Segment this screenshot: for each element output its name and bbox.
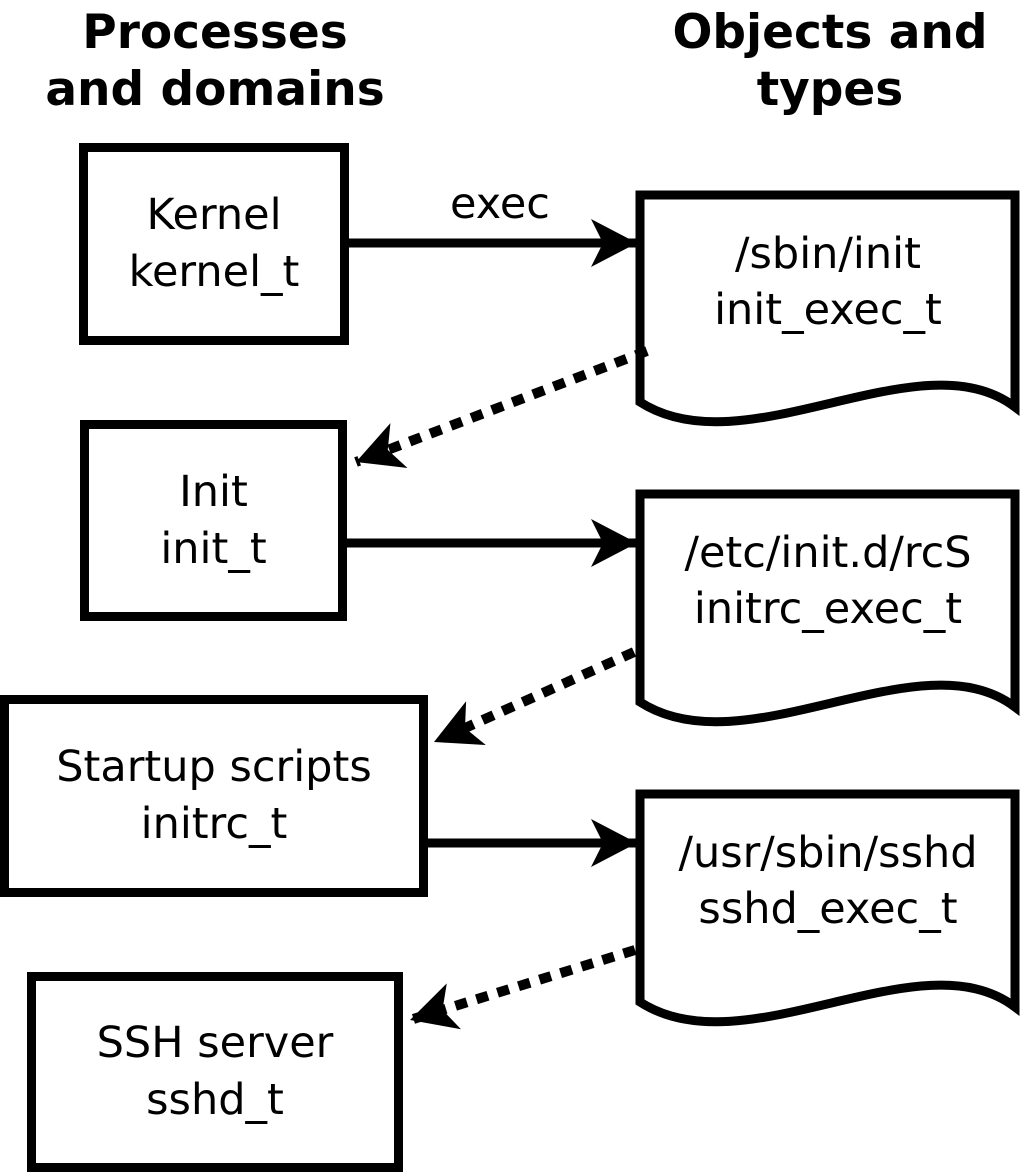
object-path: /usr/sbin/sshd xyxy=(678,828,978,878)
document-shape-usr-sbin-sshd xyxy=(635,789,1020,1027)
object-label-etc-initd-rcs: /etc/init.d/rcS initrc_exec_t xyxy=(640,495,1016,667)
dotted-arrow-initrc-exec-to-initrc xyxy=(431,647,637,747)
dotted-arrow-init-exec-to-init xyxy=(354,346,649,469)
process-label: Kernel xyxy=(146,190,282,240)
object-type: sshd_exec_t xyxy=(698,884,958,934)
document-shape-sbin-init xyxy=(635,190,1020,427)
process-domain-type: init_t xyxy=(160,523,267,574)
process-box-kernel: Kernel kernel_t xyxy=(79,143,349,345)
object-label-sbin-init: /sbin/init init_exec_t xyxy=(640,196,1016,368)
object-type: init_exec_t xyxy=(714,285,942,335)
process-domain-type: initrc_t xyxy=(140,799,288,849)
header-objects-and-types: Objects and types xyxy=(630,4,1024,118)
header-objects-line2: types xyxy=(756,62,904,117)
header-processes-and-domains: Processes and domains xyxy=(15,4,415,118)
process-box-init: Init init_t xyxy=(80,420,347,621)
process-label: SSH server xyxy=(96,1018,334,1068)
object-path: /sbin/init xyxy=(735,229,921,279)
object-label-usr-sbin-sshd: /usr/sbin/sshd sshd_exec_t xyxy=(640,795,1016,967)
header-objects-line1: Objects and xyxy=(672,5,988,60)
object-type: initrc_exec_t xyxy=(693,584,963,634)
process-box-startup-scripts: Startup scripts initrc_t xyxy=(0,695,428,897)
process-box-ssh-server: SSH server sshd_t xyxy=(27,972,403,1172)
dotted-arrow-sshd-exec-to-sshd xyxy=(408,945,637,1030)
header-processes-line2: and domains xyxy=(45,62,385,117)
header-processes-line1: Processes xyxy=(82,5,348,60)
process-label: Init xyxy=(179,466,248,517)
process-domain-type: sshd_t xyxy=(146,1075,284,1125)
object-path: /etc/init.d/rcS xyxy=(684,528,972,578)
process-label: Startup scripts xyxy=(56,742,372,792)
process-domain-type: kernel_t xyxy=(128,247,300,297)
document-shape-etc-initd-rcs xyxy=(635,489,1020,727)
exec-arrow-label: exec xyxy=(450,179,550,229)
